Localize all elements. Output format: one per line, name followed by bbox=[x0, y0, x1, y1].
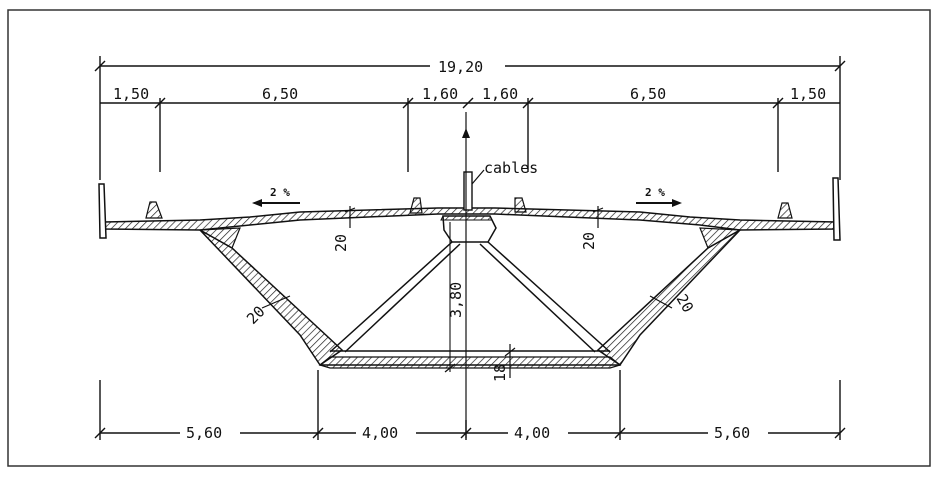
overall-dimension bbox=[94, 56, 846, 180]
deck-thickness-right-label: 20 bbox=[580, 232, 598, 250]
bottom-dim-1: 5,60 bbox=[186, 424, 222, 442]
slope-right-label: 2 % bbox=[645, 186, 665, 199]
bottom-dim-2: 4,00 bbox=[362, 424, 398, 442]
deck-thickness-marks bbox=[344, 206, 604, 228]
top-dim-2: 6,50 bbox=[262, 85, 298, 103]
drawing-border bbox=[7, 9, 931, 467]
overall-width-label: 19,20 bbox=[438, 58, 483, 76]
box-height-label: 3,80 bbox=[447, 282, 465, 318]
top-dim-4: 1,60 bbox=[482, 85, 518, 103]
bottom-slab-thickness-mark bbox=[504, 344, 516, 378]
bottom-dim-3: 4,00 bbox=[514, 424, 550, 442]
web-thickness-left-label: 20 bbox=[243, 302, 269, 328]
web-thickness-marks bbox=[261, 295, 673, 309]
slope-left-label: 2 % bbox=[270, 186, 290, 199]
deck-thickness-left-label: 20 bbox=[332, 234, 350, 252]
box-girder-section bbox=[98, 171, 841, 369]
top-dim-6: 1,50 bbox=[790, 85, 826, 103]
bottom-slab-thickness-label: 18 bbox=[491, 364, 509, 382]
slope-right-arrow-icon bbox=[636, 199, 682, 207]
cables-leader-line bbox=[471, 169, 485, 185]
top-dim-1: 1,50 bbox=[113, 85, 149, 103]
center-arrow-icon bbox=[462, 128, 470, 138]
top-dim-3: 1,60 bbox=[422, 85, 458, 103]
top-dim-5: 6,50 bbox=[630, 85, 666, 103]
top-dimension-chain bbox=[100, 97, 840, 172]
slope-left-arrow-icon bbox=[252, 199, 300, 207]
cables-label: cables bbox=[484, 159, 538, 177]
bottom-dim-4: 5,60 bbox=[714, 424, 750, 442]
